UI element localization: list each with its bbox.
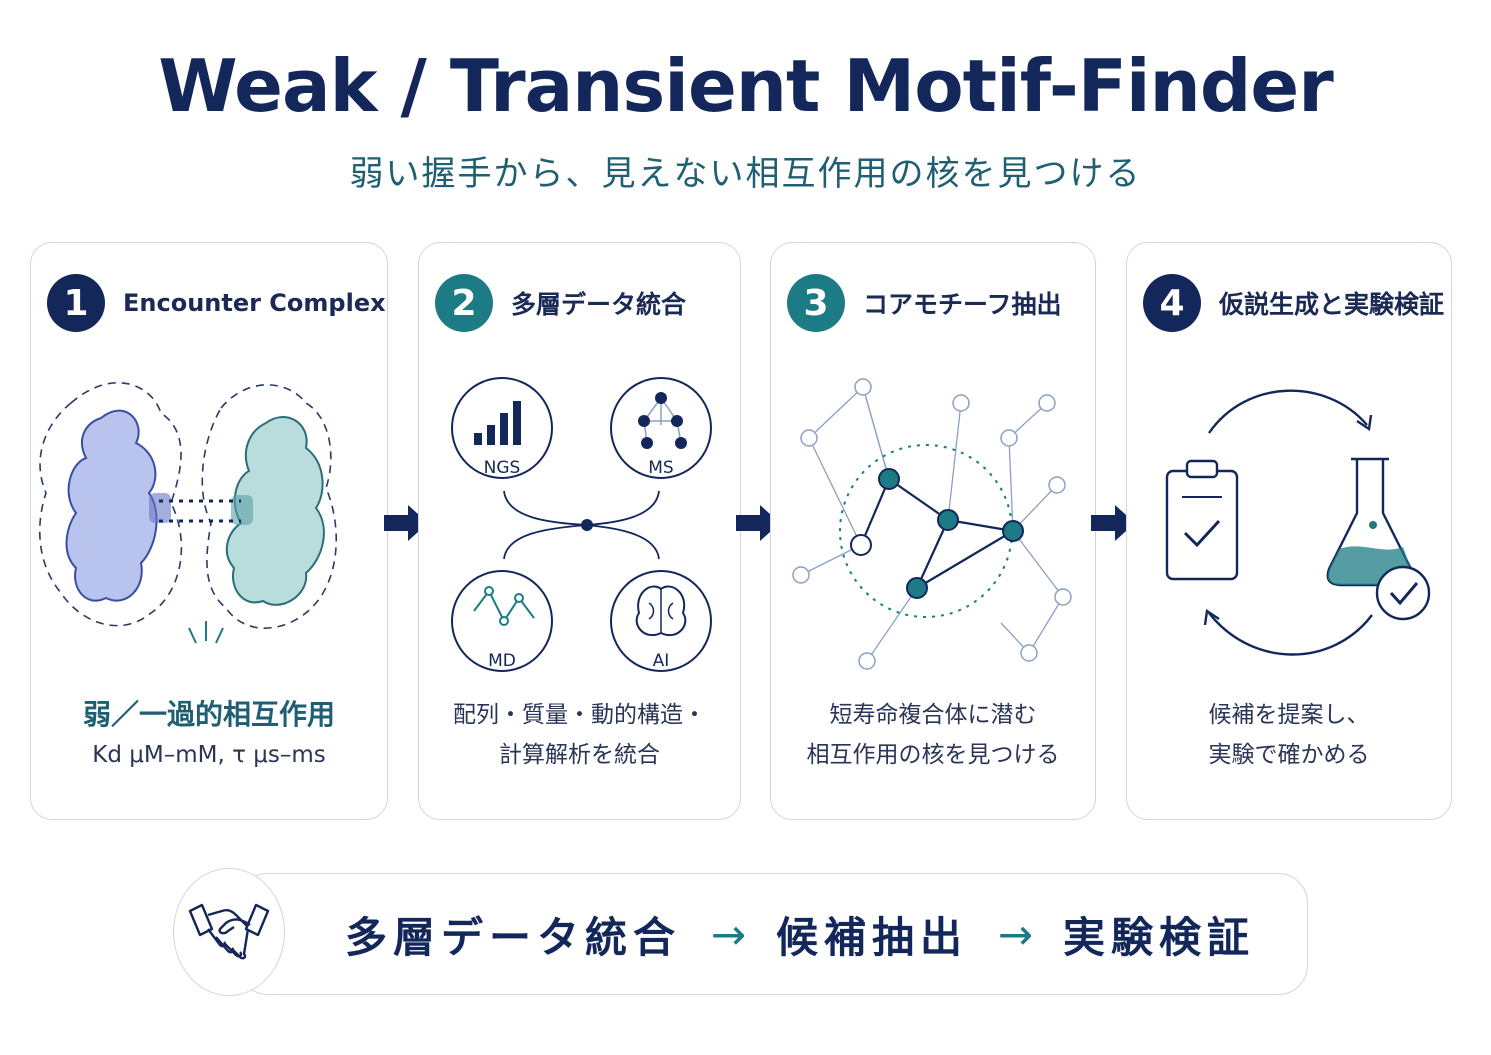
panel-description: 弱／一過的相互作用 Kd μM–mM, τ μs–ms <box>31 695 387 775</box>
flow-arrow-icon: → <box>710 909 747 959</box>
flow-step-extraction: 候補抽出 <box>775 912 968 962</box>
step-number-badge: 3 <box>787 274 845 332</box>
description-line-1: 候補を提案し、 <box>1208 702 1370 728</box>
arrow-right-icon <box>736 505 780 541</box>
description-line-1: 配列・質量・動的構造・ <box>453 702 706 728</box>
validation-cycle-illustration <box>1165 389 1431 656</box>
panel-encounter-complex: 1 Encounter Complex 弱／一過的相互作用 Kd μM–mM, … <box>30 242 388 820</box>
interaction-type-label: 弱／一過的相互作用 <box>82 698 335 731</box>
page-subtitle: 弱い握手から、見えない相互作用の核を見つける <box>349 154 1142 194</box>
description-line-2: 実験で確かめる <box>1208 742 1370 768</box>
node-label-ngs: NGS <box>484 458 521 478</box>
panel-core-motif: 3 コアモチーフ抽出 短寿命複合体に潜む <box>770 242 1096 820</box>
workflow-summary: 多層データ統合 → 候補抽出 → 実験検証 <box>330 873 1270 995</box>
panel-description: 配列・質量・動的構造・ 計算解析を統合 <box>419 695 740 775</box>
panel-title: Encounter Complex <box>123 289 386 317</box>
arrow-right-icon <box>384 505 428 541</box>
panel-description: 短寿命複合体に潜む 相互作用の核を見つける <box>771 695 1095 775</box>
node-label-md: MD <box>488 651 516 671</box>
description-line-2: 計算解析を統合 <box>499 742 660 768</box>
step-number-badge: 2 <box>435 274 493 332</box>
node-label-ms: MS <box>648 458 673 478</box>
node-label-ai: AI <box>653 651 670 671</box>
panel-header: 2 多層データ統合 <box>435 273 730 333</box>
panel-header: 1 Encounter Complex <box>47 273 386 333</box>
panel-data-integration: 2 多層データ統合 NGS MS MD AI <box>418 242 741 820</box>
kinetics-label: Kd μM–mM, τ μs–ms <box>92 742 326 768</box>
handshake-badge <box>173 868 285 996</box>
flow-step-integration: 多層データ統合 <box>344 912 681 962</box>
description-line-2: 相互作用の核を見つける <box>806 742 1060 768</box>
handshake-icon <box>188 903 270 960</box>
flow-step-validation: 実験検証 <box>1063 912 1256 962</box>
step-number-badge: 4 <box>1143 274 1201 332</box>
step-number-badge: 1 <box>47 274 105 332</box>
panel-title: 仮説生成と実験検証 <box>1219 290 1445 319</box>
panel-title: コアモチーフ抽出 <box>863 290 1062 319</box>
protein-complex-illustration <box>38 381 338 644</box>
flow-arrow-icon: → <box>997 909 1034 959</box>
page-title: Weak / Transient Motif-Finder <box>158 44 1333 128</box>
arrow-right-icon <box>1091 505 1135 541</box>
panel-description: 候補を提案し、 実験で確かめる <box>1127 695 1451 775</box>
panel-header: 4 仮説生成と実験検証 <box>1143 273 1445 333</box>
check-circle-icon <box>1375 565 1431 621</box>
panel-hypothesis-validation: 4 仮説生成と実験検証 候補を提案し、 実験で確かめる <box>1126 242 1452 820</box>
clipboard-icon <box>1165 469 1239 581</box>
panel-header: 3 コアモチーフ抽出 <box>787 273 1085 333</box>
description-line-1: 短寿命複合体に潜む <box>829 702 1037 728</box>
motif-network-illustration <box>792 378 1072 670</box>
data-integration-illustration: NGS MS MD AI <box>451 377 712 672</box>
panel-title: 多層データ統合 <box>511 290 687 319</box>
